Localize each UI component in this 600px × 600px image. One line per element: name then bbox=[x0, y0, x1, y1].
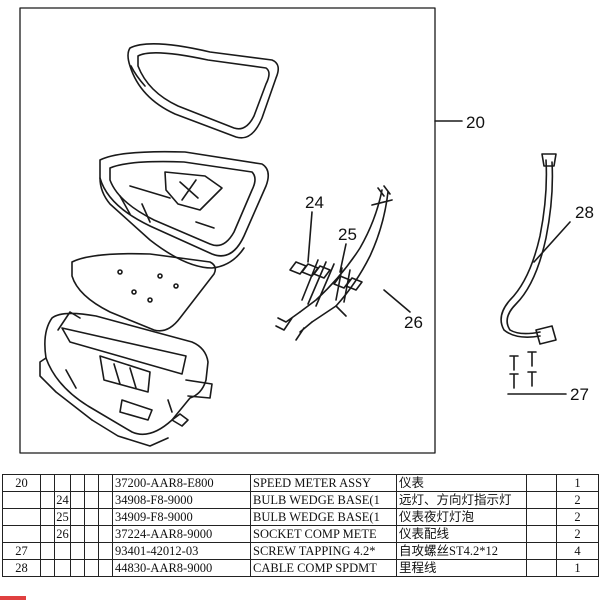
cell-qty: 1 bbox=[556, 559, 599, 577]
cell-name-cn: 仪表 bbox=[396, 474, 527, 492]
cell-empty bbox=[98, 491, 113, 509]
cell-empty bbox=[40, 525, 55, 543]
cell-ref: 27 bbox=[2, 542, 41, 560]
cell-sub: 24 bbox=[54, 491, 71, 509]
assembly-frame bbox=[19, 7, 436, 454]
cell-empty bbox=[98, 525, 113, 543]
cell-ref: 28 bbox=[2, 559, 41, 577]
callout-26: 26 bbox=[404, 313, 423, 332]
callout-27: 27 bbox=[570, 385, 589, 404]
cell-name-cn: 仪表夜灯灯泡 bbox=[396, 508, 527, 526]
callout-25: 25 bbox=[338, 225, 357, 244]
cell-name-cn: 仪表配线 bbox=[396, 525, 527, 543]
cell-empty bbox=[70, 559, 85, 577]
meter-cover-lens bbox=[127, 43, 280, 139]
cell-empty bbox=[98, 542, 113, 560]
cell-empty bbox=[526, 559, 557, 577]
cell-empty bbox=[84, 542, 99, 560]
callout-line-24 bbox=[307, 211, 313, 263]
cell-qty: 1 bbox=[556, 474, 599, 492]
cell-sub bbox=[54, 474, 71, 492]
edge-mark bbox=[0, 596, 26, 600]
cell-name-cn: 自攻螺丝ST4.2*12 bbox=[396, 542, 527, 560]
speedometer-cable bbox=[500, 153, 557, 345]
cell-empty bbox=[70, 525, 85, 543]
cell-empty bbox=[40, 491, 55, 509]
cell-name-en: CABLE COMP SPDMT bbox=[250, 559, 397, 577]
callout-line-25 bbox=[339, 243, 347, 273]
cell-sub: 25 bbox=[54, 508, 71, 526]
callout-line-28 bbox=[533, 221, 571, 263]
cell-empty bbox=[84, 559, 99, 577]
cell-name-en: SPEED METER ASSY bbox=[250, 474, 397, 492]
cell-name-cn: 远灯、方向灯指示灯 bbox=[396, 491, 527, 509]
cell-part-no: 93401-42012-03 bbox=[112, 542, 251, 560]
cell-part-no: 34908-F8-9000 bbox=[112, 491, 251, 509]
cell-ref bbox=[2, 491, 41, 509]
cell-empty bbox=[40, 508, 55, 526]
cell-empty bbox=[526, 491, 557, 509]
socket-harness bbox=[275, 185, 393, 341]
cell-part-no: 44830-AAR8-9000 bbox=[112, 559, 251, 577]
cell-empty bbox=[526, 474, 557, 492]
cell-ref bbox=[2, 525, 41, 543]
cell-empty bbox=[40, 542, 55, 560]
cell-qty: 2 bbox=[556, 525, 599, 543]
callout-line-26 bbox=[383, 289, 411, 313]
meter-dial-housing bbox=[99, 150, 270, 269]
cell-empty bbox=[98, 508, 113, 526]
cell-empty bbox=[84, 525, 99, 543]
meter-bottom-case bbox=[39, 311, 213, 447]
dial-plate bbox=[71, 252, 217, 332]
cell-name-en: SCREW TAPPING 4.2* bbox=[250, 542, 397, 560]
exploded-parts-diagram: 20 24 25 26 28 27 bbox=[19, 7, 594, 454]
cell-qty: 4 bbox=[556, 542, 599, 560]
cell-ref bbox=[2, 508, 41, 526]
cell-empty bbox=[70, 491, 85, 509]
cell-ref: 20 bbox=[2, 474, 41, 492]
cell-part-no: 37200-AAR8-E800 bbox=[112, 474, 251, 492]
cell-empty bbox=[526, 525, 557, 543]
cell-name-en: BULB WEDGE BASE(1 bbox=[250, 508, 397, 526]
callout-24: 24 bbox=[305, 193, 324, 212]
cell-empty bbox=[40, 559, 55, 577]
cell-empty bbox=[526, 508, 557, 526]
cell-empty bbox=[70, 542, 85, 560]
cell-qty: 2 bbox=[556, 508, 599, 526]
cell-empty bbox=[84, 474, 99, 492]
cell-sub bbox=[54, 542, 71, 560]
callout-20: 20 bbox=[466, 113, 485, 132]
cell-empty bbox=[84, 491, 99, 509]
callout-28: 28 bbox=[575, 203, 594, 222]
cell-empty bbox=[40, 474, 55, 492]
cell-empty bbox=[70, 508, 85, 526]
cell-empty bbox=[70, 474, 85, 492]
cell-sub: 26 bbox=[54, 525, 71, 543]
cell-sub bbox=[54, 559, 71, 577]
screws bbox=[509, 351, 537, 389]
cell-name-cn: 里程线 bbox=[396, 559, 527, 577]
cell-empty bbox=[84, 508, 99, 526]
cell-name-en: BULB WEDGE BASE(1 bbox=[250, 491, 397, 509]
cell-part-no: 34909-F8-9000 bbox=[112, 508, 251, 526]
cell-empty bbox=[98, 559, 113, 577]
cell-empty bbox=[526, 542, 557, 560]
cell-empty bbox=[98, 474, 113, 492]
cell-qty: 2 bbox=[556, 491, 599, 509]
cell-part-no: 37224-AAR8-9000 bbox=[112, 525, 251, 543]
cell-name-en: SOCKET COMP METE bbox=[250, 525, 397, 543]
